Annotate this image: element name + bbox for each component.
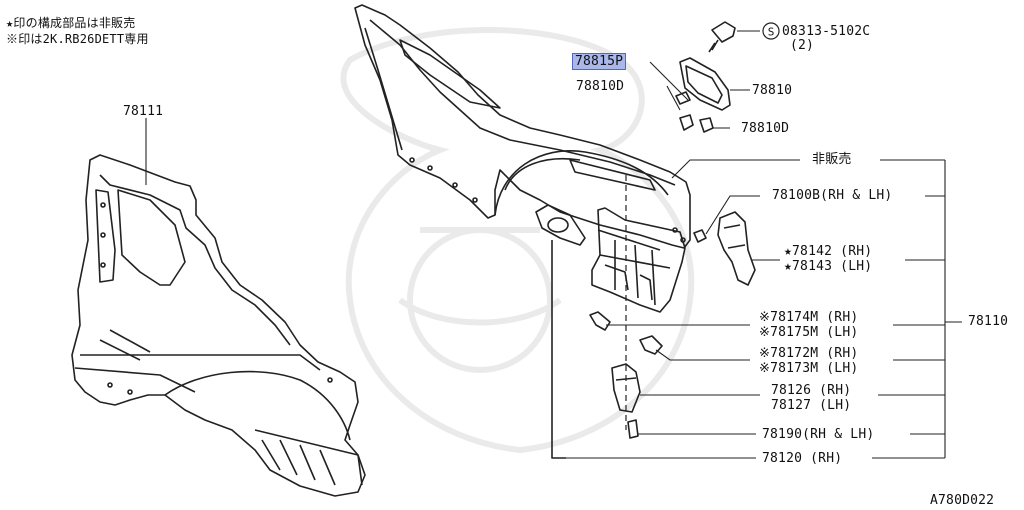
bracket-78190[interactable] xyxy=(627,419,639,439)
part-label-78111[interactable]: 78111 xyxy=(123,104,164,119)
part-label-78173m[interactable]: ※78173M (LH) xyxy=(759,361,859,376)
part-label-78190[interactable]: 78190(RH & LH) xyxy=(762,427,875,442)
svg-text:S: S xyxy=(768,26,775,39)
fuel-lid[interactable] xyxy=(679,57,731,111)
inner-bracket-assembly[interactable] xyxy=(591,207,686,313)
note-engine-specific: ※印は2K.RB26DETT専用 xyxy=(6,32,149,46)
quarter-panel-inner[interactable] xyxy=(354,4,691,249)
part-label-78172m[interactable]: ※78172M (RH) xyxy=(759,346,859,361)
part-label-78127[interactable]: 78127 (LH) xyxy=(771,398,852,413)
wheelhouse-panel[interactable] xyxy=(535,204,586,459)
part-label-78810d-bottom[interactable]: 78810D xyxy=(741,121,790,136)
part-label-78126[interactable]: 78126 (RH) xyxy=(771,383,852,398)
part-label-78810[interactable]: 78810 xyxy=(752,83,793,98)
grommet xyxy=(693,229,707,243)
part-label-78815p[interactable]: 78815P xyxy=(572,53,627,70)
diagram-id: A780D022 xyxy=(930,493,995,508)
part-label-08313[interactable]: 08313-5102C xyxy=(782,24,871,39)
bracket-78174m[interactable] xyxy=(589,311,611,331)
part-qty-08313: (2) xyxy=(790,38,815,53)
circled-s-icon: S xyxy=(762,22,780,40)
part-label-78143[interactable]: ★78143 (LH) xyxy=(784,259,873,274)
bracket-78172m[interactable] xyxy=(639,335,663,355)
part-label-78810d-top[interactable]: 78810D xyxy=(576,79,625,94)
part-label-78142[interactable]: ★78142 (RH) xyxy=(784,244,873,259)
leader-lines xyxy=(145,30,962,459)
part-label-78110[interactable]: 78110 xyxy=(968,314,1009,329)
bracket-78126[interactable] xyxy=(611,363,641,413)
screw-icon xyxy=(708,21,736,53)
part-label-78174m[interactable]: ※78174M (RH) xyxy=(759,310,859,325)
part-label-78120[interactable]: 78120 (RH) xyxy=(762,451,843,466)
note-not-sold: ★印の構成部品は非販売 xyxy=(6,16,136,30)
part-label-78100b[interactable]: 78100B(RH & LH) xyxy=(772,188,893,203)
part-label-78175m[interactable]: ※78175M (LH) xyxy=(759,325,859,340)
gusset-78142[interactable] xyxy=(717,211,756,286)
label-not-sold: 非販売 xyxy=(812,152,852,167)
quarter-panel-outer[interactable] xyxy=(71,154,366,497)
